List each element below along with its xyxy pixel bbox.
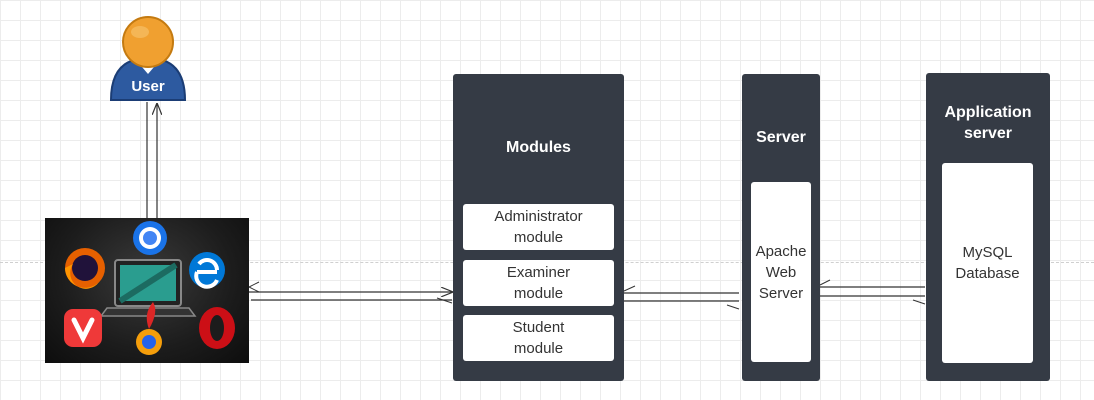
modules-panel[interactable]: Modules Administrator module Examiner mo… [453, 74, 624, 381]
vivaldi-icon [64, 309, 102, 347]
application-server-title: Application server [944, 104, 1032, 142]
firefox-icon [65, 248, 105, 289]
application-server-panel[interactable]: Application server MySQL Database [926, 73, 1050, 381]
edge-icon [189, 252, 225, 289]
server-title: Server [756, 129, 806, 146]
laptop-icon [99, 259, 197, 317]
browser-cluster[interactable] [45, 218, 249, 363]
student-module-box[interactable]: Student module [463, 315, 614, 361]
user-avatar-icon [109, 16, 187, 101]
user-node[interactable] [108, 12, 188, 104]
apache-web-server-box[interactable]: Apache Web Server [751, 182, 811, 362]
administrator-module-box[interactable]: Administrator module [463, 204, 614, 250]
browser-icons [64, 221, 235, 355]
opera-icon [199, 307, 235, 349]
modules-title: Modules [506, 139, 571, 156]
mysql-database-box[interactable]: MySQL Database [942, 163, 1033, 363]
examiner-module-box[interactable]: Examiner module [463, 260, 614, 306]
server-panel[interactable]: Server Apache Web Server [742, 74, 820, 381]
chrome-icon [133, 221, 167, 255]
user-label: User [131, 78, 165, 95]
torch-browser-icon [136, 302, 162, 355]
